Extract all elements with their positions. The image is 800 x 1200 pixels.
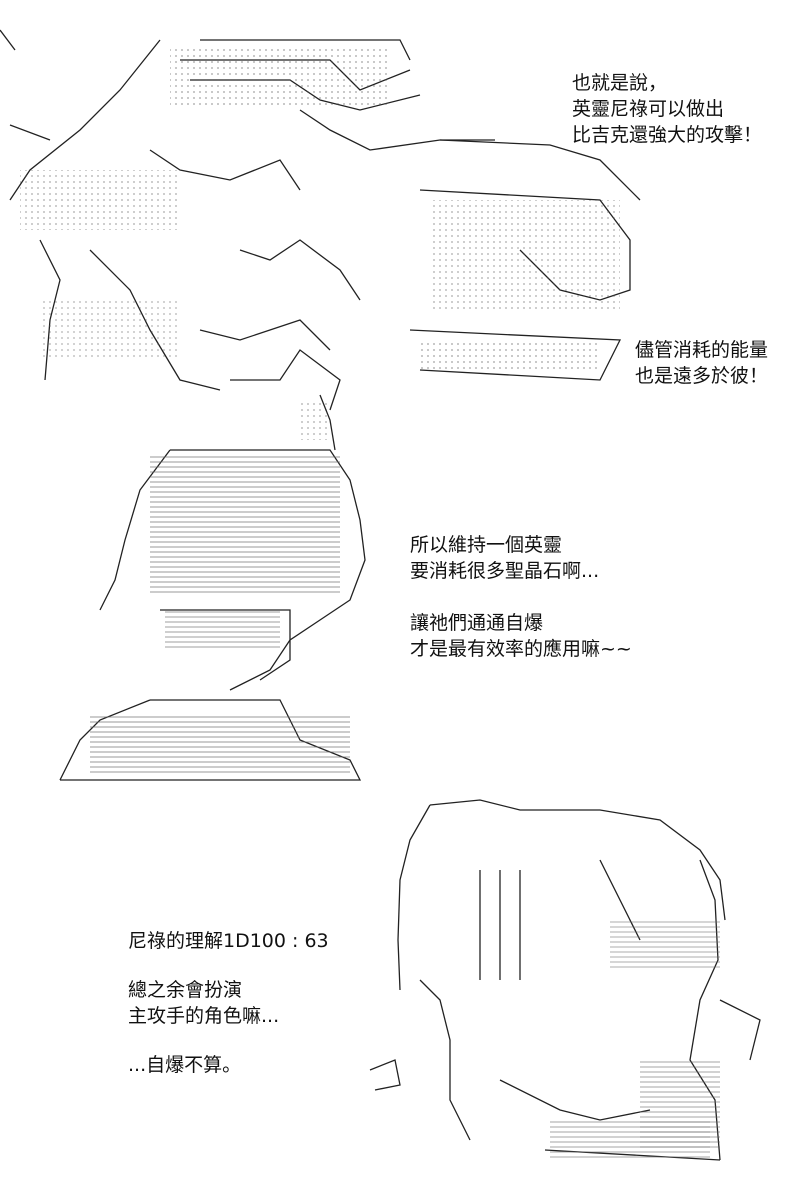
speech-block-3: 所以維持一個英靈 要消耗很多聖晶石啊... <box>410 532 599 584</box>
speech-line: 要消耗很多聖晶石啊... <box>410 560 600 582</box>
speech-block-6: ...自爆不算。 <box>128 1054 242 1076</box>
speech-line: 所以維持一個英靈 <box>410 534 563 556</box>
speech-block-1: 也就是說， 英靈尼祿可以做出 比吉克還強大的攻擊！ <box>572 70 762 148</box>
dice-result-text: 尼祿的理解1D100 : 63 <box>128 930 329 952</box>
speech-line: 主攻手的角色嘛... <box>128 1005 280 1027</box>
speech-line: 英靈尼祿可以做出 <box>572 98 725 120</box>
speech-block-2: 儘管消耗的能量 也是遠多於彼！ <box>635 337 768 389</box>
speech-line: 才是最有效率的應用嘛~~ <box>410 638 632 660</box>
bomb-base-shading <box>90 715 350 775</box>
top-character-art <box>0 29 641 411</box>
speech-line: 總之余會扮演 <box>128 979 243 1001</box>
speech-line: 也就是說， <box>572 72 668 94</box>
speech-line: 也是遠多於彼！ <box>635 365 769 387</box>
hair-shading <box>170 48 390 108</box>
bomb-body-shading <box>150 455 340 595</box>
speech-line: 儘管消耗的能量 <box>635 339 769 361</box>
speech-line: 比吉克還強大的攻擊！ <box>572 124 763 146</box>
speech-block-4: 讓祂們通通自爆 才是最有效率的應用嘛~~ <box>410 610 632 662</box>
speech-block-5: 總之余會扮演 主攻手的角色嘛... <box>128 977 279 1029</box>
speech-line: 讓祂們通通自爆 <box>410 612 544 634</box>
